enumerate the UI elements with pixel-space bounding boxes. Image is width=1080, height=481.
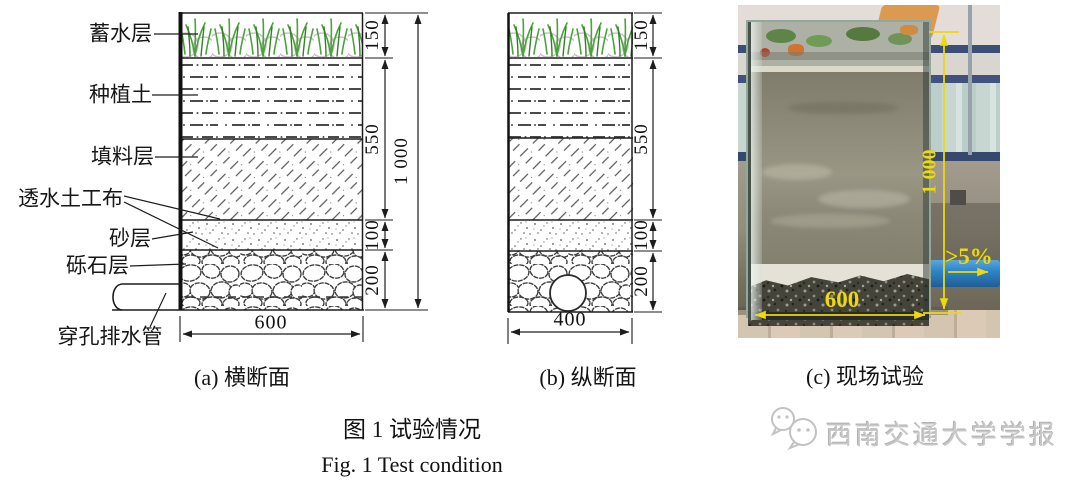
dim-b-width-400: 400 [553, 308, 587, 331]
photo-dim-1000: 1 000 [918, 149, 941, 195]
caption-panel-c: (c) 现场试验 [806, 364, 924, 389]
wechat-icon [770, 407, 817, 450]
dim-a-width-600: 600 [254, 311, 288, 334]
dim-a-150: 150 [362, 19, 383, 51]
dim-a-100: 100 [362, 219, 383, 251]
label-planting-soil: 种植土 [89, 82, 152, 107]
label-geotextile: 透水土工布 [18, 186, 123, 211]
watermark-text: 西南交通大学学报 [826, 421, 1059, 450]
dim-b-150: 150 [631, 19, 652, 51]
photo-dim-600: 600 [824, 287, 860, 312]
tank-equipment-strip [748, 22, 929, 66]
longitudinal-section-column [507, 12, 633, 313]
photo-pole [968, 5, 972, 155]
dim-b-100: 100 [631, 219, 652, 251]
label-gravel-layer: 砾石层 [66, 253, 129, 278]
photo-tank [746, 20, 931, 326]
label-sand-layer: 砂层 [109, 226, 151, 251]
label-storage-layer: 蓄水层 [89, 21, 152, 46]
figure-caption-zh: 图 1 试验情况 [343, 417, 481, 442]
dim-b-200: 200 [631, 265, 652, 297]
label-filler-layer: 填料层 [91, 144, 154, 169]
figure-caption-en: Fig. 1 Test condition [321, 452, 503, 477]
dim-b-550: 550 [631, 123, 652, 155]
dim-a-total-1000: 1 000 [391, 137, 412, 185]
tank-soil-body [748, 72, 929, 268]
dim-a-550: 550 [362, 123, 383, 155]
cross-section-column [178, 12, 364, 310]
caption-panel-a: (a) 横断面 [194, 365, 290, 390]
photo-slope-label: >5% [945, 244, 993, 269]
drain-pipe-circle-section [549, 274, 587, 312]
caption-panel-b: (b) 纵断面 [539, 365, 637, 390]
journal-watermark: 西南交通大学学报 [768, 406, 1078, 456]
label-drain-pipe: 穿孔排水管 [57, 324, 163, 349]
dim-a-200: 200 [362, 264, 383, 296]
field-test-photo [738, 5, 1000, 338]
photo-wall-box [950, 190, 966, 205]
